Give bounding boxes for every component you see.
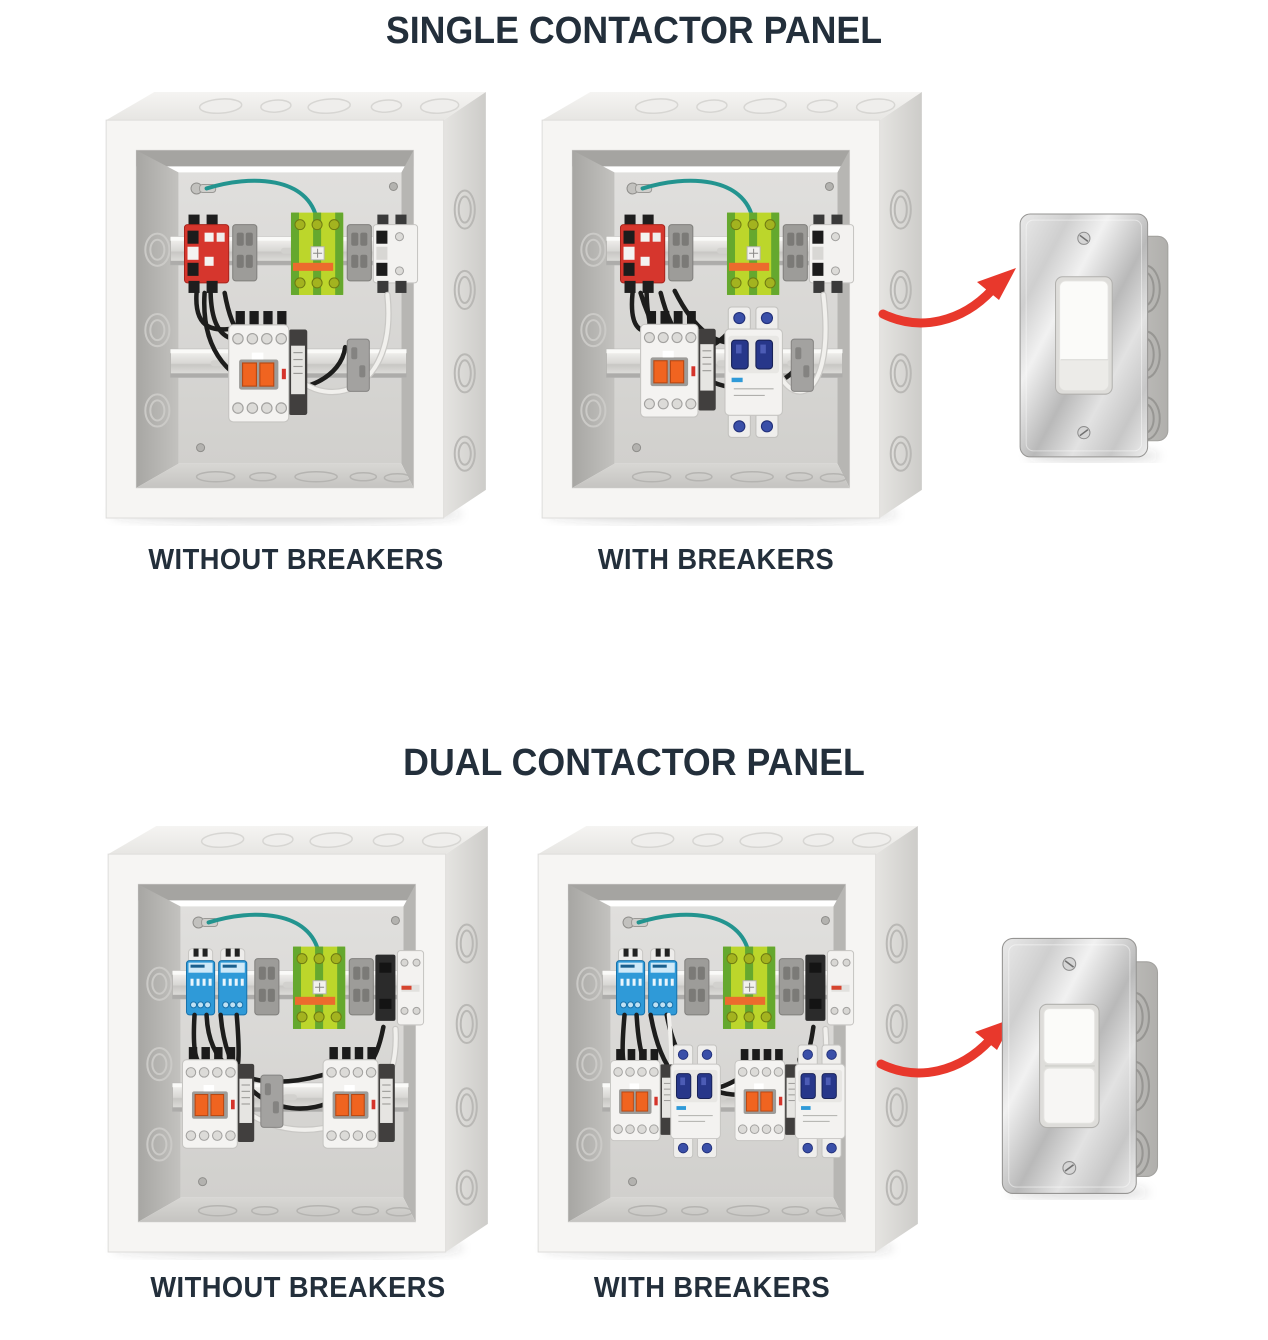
power-terminal-blocks [619, 214, 666, 294]
panel-photo-dual-without-breakers [102, 818, 494, 1260]
ground-terminal-block [292, 946, 346, 1030]
panel-photo-single-with-breakers [536, 84, 928, 526]
metal-enclosure [541, 91, 923, 519]
metal-enclosure [107, 825, 489, 1253]
wall-switch-dual [996, 934, 1166, 1200]
switch-illustration [1019, 213, 1169, 463]
ground-wire [636, 912, 752, 957]
rail-clamp [254, 958, 280, 1016]
rail-end-stop [346, 338, 370, 392]
panel-photo-single-without-breakers [100, 84, 492, 526]
dual-rocker-switch [1039, 1003, 1100, 1129]
neutral-terminal-block [804, 950, 855, 1026]
metal-enclosure [105, 91, 487, 519]
section-title-single: SINGLE CONTACTOR PANEL [385, 10, 883, 52]
ground-wire [640, 178, 756, 223]
rail-clamp [348, 958, 374, 1016]
ground-wire [204, 178, 320, 223]
neutral-terminal-block [374, 950, 425, 1026]
caption-dual-without: WITHOUT BREAKERS [150, 1272, 446, 1304]
rail-clamp [684, 958, 710, 1016]
caption-dual-with: WITH BREAKERS [593, 1272, 831, 1304]
rail-clamp [668, 224, 694, 282]
rail-clamp [232, 224, 258, 282]
panel-photo-dual-with-breakers [532, 818, 924, 1260]
metal-enclosure [537, 825, 919, 1253]
ground-terminal-block [726, 212, 780, 296]
rail-clamp [346, 224, 372, 282]
panel-illustration [105, 91, 487, 523]
switch-illustration [1001, 937, 1159, 1200]
section-title-dual: DUAL CONTACTOR PANEL [403, 742, 865, 784]
single-rocker-switch [1055, 276, 1113, 395]
neutral-terminal-block [808, 214, 855, 294]
ground-wire [206, 912, 322, 957]
power-terminal-blocks [183, 214, 230, 294]
panel-illustration [541, 91, 923, 523]
neutral-terminal-block [372, 214, 419, 294]
ground-terminal-block [722, 946, 776, 1030]
panel-illustration [107, 825, 489, 1257]
rail-end-stop [260, 1074, 284, 1128]
curved-arrow-icon [878, 262, 1028, 342]
rail-clamp [782, 224, 808, 282]
wall-switch-single [1014, 210, 1176, 463]
rail-end-stop [790, 338, 814, 392]
ground-terminal-block [290, 212, 344, 296]
rail-clamp [778, 958, 804, 1016]
caption-single-with: WITH BREAKERS [597, 544, 835, 576]
caption-single-without: WITHOUT BREAKERS [148, 544, 444, 576]
panel-illustration [537, 825, 919, 1257]
